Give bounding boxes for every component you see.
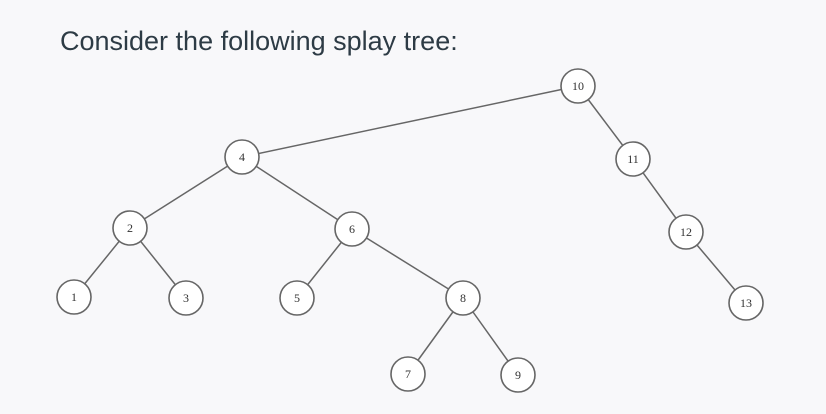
node-circle xyxy=(445,280,481,316)
edge-4-6 xyxy=(241,156,353,230)
node-circle xyxy=(224,139,260,175)
node-circle xyxy=(168,280,204,316)
node-label: 8 xyxy=(460,291,466,305)
node-circle xyxy=(500,357,536,393)
node-circle xyxy=(728,285,764,321)
node-label: 4 xyxy=(239,150,245,164)
edge-10-4 xyxy=(241,85,579,158)
node-circle xyxy=(615,141,651,177)
node-label: 5 xyxy=(294,291,300,305)
tree-node-13: 13 xyxy=(728,285,764,321)
node-circle xyxy=(112,210,148,246)
node-label: 9 xyxy=(515,368,521,382)
tree-node-6: 6 xyxy=(334,211,370,247)
node-circle xyxy=(560,68,596,104)
tree-node-11: 11 xyxy=(615,141,651,177)
node-label: 13 xyxy=(740,296,752,310)
node-circle xyxy=(334,211,370,247)
tree-node-8: 8 xyxy=(445,280,481,316)
tree-node-2: 2 xyxy=(112,210,148,246)
tree-node-10: 10 xyxy=(560,68,596,104)
node-label: 1 xyxy=(71,290,77,304)
edge-4-2 xyxy=(129,156,243,229)
node-label: 10 xyxy=(572,79,584,93)
node-label: 7 xyxy=(405,367,411,381)
tree-node-12: 12 xyxy=(668,214,704,250)
tree-node-9: 9 xyxy=(500,357,536,393)
tree-node-3: 3 xyxy=(168,280,204,316)
node-circle xyxy=(279,280,315,316)
node-label: 6 xyxy=(349,222,355,236)
node-circle xyxy=(56,279,92,315)
node-label: 3 xyxy=(183,291,189,305)
tree-node-7: 7 xyxy=(390,356,426,392)
tree-node-5: 5 xyxy=(279,280,315,316)
node-label: 11 xyxy=(627,152,639,166)
tree-node-4: 4 xyxy=(224,139,260,175)
edge-6-8 xyxy=(351,228,464,299)
question-heading: Consider the following splay tree: xyxy=(60,26,458,56)
node-label: 2 xyxy=(127,221,133,235)
tree-node-1: 1 xyxy=(56,279,92,315)
node-label: 12 xyxy=(680,225,692,239)
node-circle xyxy=(390,356,426,392)
node-circle xyxy=(668,214,704,250)
